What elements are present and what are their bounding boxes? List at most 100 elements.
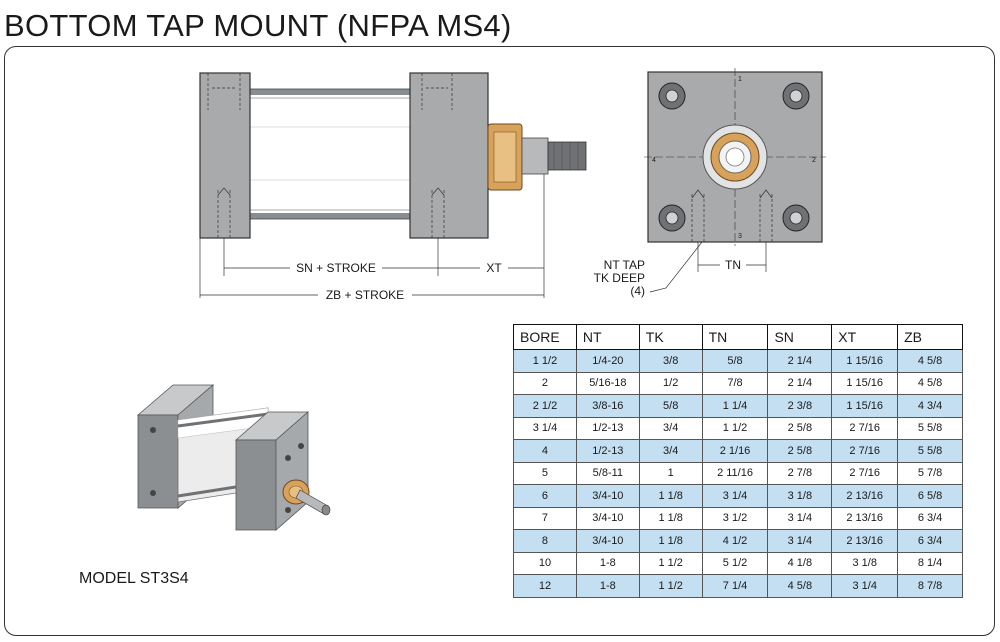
callout-nt-tap: NT TAP bbox=[604, 258, 645, 272]
table-header-row: BORE NT TK TN SN XT ZB bbox=[513, 324, 963, 350]
cell-sn: 4 5/8 bbox=[767, 574, 833, 598]
cell-tn: 3 1/2 bbox=[701, 506, 769, 530]
cell-tn: 2 11/16 bbox=[701, 461, 769, 485]
cell-tn: 7 1/4 bbox=[701, 574, 769, 598]
header-bore: BORE bbox=[513, 324, 577, 350]
bottom-tap-holes bbox=[691, 189, 773, 242]
dim-zb-stroke-label: ZB + STROKE bbox=[326, 288, 404, 302]
cell-sn: 4 1/8 bbox=[767, 551, 833, 575]
cell-nt: 3/4-10 bbox=[575, 529, 640, 553]
cell-tk: 5/8 bbox=[638, 394, 703, 418]
header-nt: NT bbox=[575, 324, 640, 350]
cell-bore: 2 1/2 bbox=[513, 394, 577, 418]
cell-sn: 2 5/8 bbox=[767, 416, 833, 440]
tie-rods bbox=[249, 88, 411, 220]
cell-bore: 4 bbox=[513, 439, 577, 463]
cell-zb: 5 5/8 bbox=[897, 439, 963, 463]
cell-nt: 3/4-10 bbox=[575, 506, 640, 530]
cell-nt: 1-8 bbox=[575, 551, 640, 575]
cell-xt: 1 15/16 bbox=[831, 394, 899, 418]
cell-tk: 1 bbox=[638, 461, 703, 485]
callout-tk-deep: TK DEEP bbox=[594, 271, 645, 285]
page-title: BOTTOM TAP MOUNT (NFPA MS4) bbox=[4, 8, 512, 43]
cell-zb: 4 5/8 bbox=[897, 371, 963, 395]
cell-tn: 3 1/4 bbox=[701, 484, 769, 508]
position-2-label: 2 bbox=[812, 157, 816, 164]
cell-nt: 1/4-20 bbox=[575, 349, 640, 373]
cell-nt: 3/8-16 bbox=[575, 394, 640, 418]
side-view-drawing: SN + STROKE XT ZB + STROKE bbox=[190, 70, 590, 310]
cell-zb: 8 1/4 bbox=[897, 551, 963, 575]
cell-tn: 1 1/4 bbox=[701, 394, 769, 418]
cell-tk: 1 1/8 bbox=[638, 484, 703, 508]
cell-tn: 5 1/2 bbox=[701, 551, 769, 575]
cap-end-plate bbox=[199, 72, 251, 239]
cell-tk: 1 1/2 bbox=[638, 574, 703, 598]
cell-nt: 1-8 bbox=[575, 574, 640, 598]
cell-tk: 1 1/8 bbox=[638, 506, 703, 530]
dim-xt-label: XT bbox=[486, 261, 502, 275]
cell-bore: 6 bbox=[513, 484, 577, 508]
cell-xt: 2 7/16 bbox=[831, 439, 899, 463]
cell-zb: 8 7/8 bbox=[897, 574, 963, 598]
head-end-plate bbox=[409, 72, 489, 239]
cell-tn: 7/8 bbox=[701, 371, 769, 395]
cell-xt: 1 15/16 bbox=[831, 349, 899, 373]
cell-tk: 1 1/8 bbox=[638, 529, 703, 553]
cell-tk: 1/2 bbox=[638, 371, 703, 395]
cell-zb: 5 7/8 bbox=[897, 461, 963, 485]
gland-face bbox=[702, 124, 768, 190]
cell-xt: 3 1/4 bbox=[831, 574, 899, 598]
position-4-label: 4 bbox=[652, 157, 656, 164]
tie-rod-holes bbox=[658, 82, 810, 232]
dim-tn-label: TN bbox=[725, 258, 741, 272]
end-view-drawing: 1 2 3 4 TN NT TAP TK DEEP (4) bbox=[590, 66, 830, 306]
cell-bore: 10 bbox=[513, 551, 577, 575]
cell-xt: 3 1/8 bbox=[831, 551, 899, 575]
cell-xt: 2 13/16 bbox=[831, 484, 899, 508]
cell-xt: 2 13/16 bbox=[831, 506, 899, 530]
cell-bore: 5 bbox=[513, 461, 577, 485]
header-tk: TK bbox=[638, 324, 703, 350]
cell-zb: 4 5/8 bbox=[897, 349, 963, 373]
cell-tn: 2 1/16 bbox=[701, 439, 769, 463]
cell-tn: 4 1/2 bbox=[701, 529, 769, 553]
cell-bore: 2 bbox=[513, 371, 577, 395]
cell-sn: 3 1/4 bbox=[767, 506, 833, 530]
cell-tk: 3/4 bbox=[638, 416, 703, 440]
cell-tk: 1 1/2 bbox=[638, 551, 703, 575]
cell-xt: 2 7/16 bbox=[831, 416, 899, 440]
cell-bore: 8 bbox=[513, 529, 577, 553]
cell-xt: 2 7/16 bbox=[831, 461, 899, 485]
cell-bore: 3 1/4 bbox=[513, 416, 577, 440]
cell-xt: 1 15/16 bbox=[831, 371, 899, 395]
cell-zb: 6 3/4 bbox=[897, 529, 963, 553]
gland-and-rod bbox=[487, 123, 587, 191]
cell-tk: 3/8 bbox=[638, 349, 703, 373]
cell-tk: 3/4 bbox=[638, 439, 703, 463]
callout-leader bbox=[649, 241, 703, 293]
cell-bore: 12 bbox=[513, 574, 577, 598]
cell-tn: 5/8 bbox=[701, 349, 769, 373]
cell-bore: 7 bbox=[513, 506, 577, 530]
cell-xt: 2 13/16 bbox=[831, 529, 899, 553]
position-1-label: 1 bbox=[738, 76, 742, 83]
cell-nt: 1/2-13 bbox=[575, 439, 640, 463]
model-label: MODEL ST3S4 bbox=[79, 570, 189, 587]
cell-sn: 2 5/8 bbox=[767, 439, 833, 463]
cell-zb: 6 5/8 bbox=[897, 484, 963, 508]
tn-dimension bbox=[697, 242, 767, 272]
cell-bore: 1 1/2 bbox=[513, 349, 577, 373]
dim-sn-stroke-label: SN + STROKE bbox=[296, 261, 376, 275]
